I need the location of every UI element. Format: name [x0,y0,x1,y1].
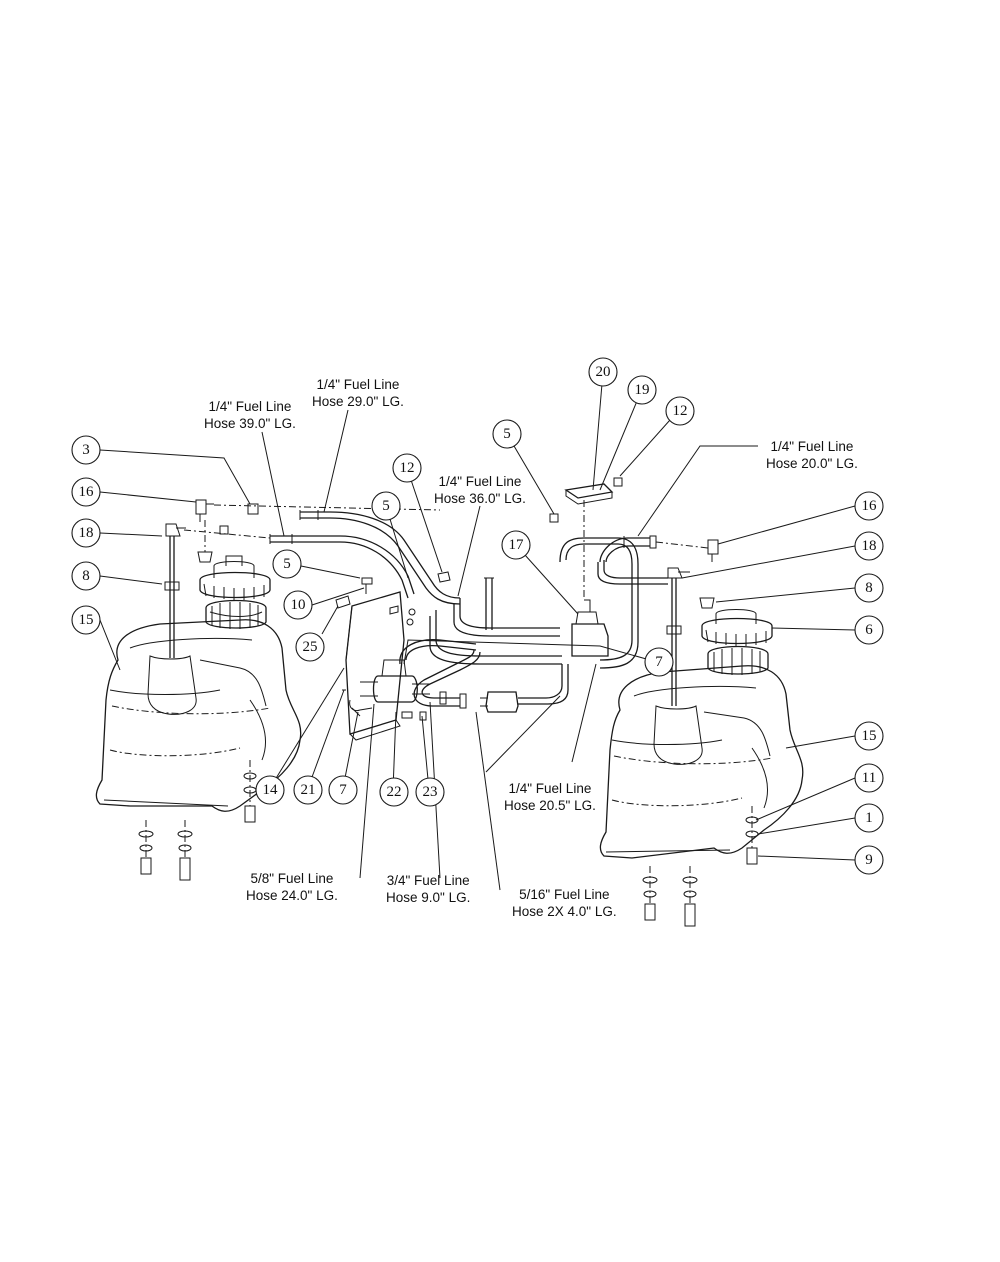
callout-21: 21 [293,775,323,805]
callout-10: 10 [283,590,313,620]
svg-text:12: 12 [673,403,688,419]
svg-text:21: 21 [301,782,316,798]
callout-20: 20 [588,357,618,387]
svg-text:7: 7 [655,654,663,670]
callout-1: 1 [854,803,884,833]
hose-note-29: 1/4" Fuel Line Hose 29.0" LG. [312,376,404,410]
hose-note-20: 1/4" Fuel Line Hose 20.0" LG. [766,438,858,472]
hose-note-29-line2: Hose 29.0" LG. [312,394,404,409]
svg-text:17: 17 [509,537,525,553]
svg-text:12: 12 [400,460,415,476]
svg-text:3: 3 [82,442,90,458]
callout-18-left: 18 [71,518,101,548]
callout-14: 14 [255,775,285,805]
svg-text:16: 16 [79,484,95,500]
callout-5-b: 5 [371,491,401,521]
svg-text:7: 7 [339,782,347,798]
hose-note-9-line1: 3/4" Fuel Line [386,873,470,888]
left-fuel-tank [95,523,302,881]
svg-text:6: 6 [865,622,873,638]
callout-16-right: 16 [854,491,884,521]
hose-note-29-line1: 1/4" Fuel Line [316,377,400,392]
svg-text:20: 20 [596,364,611,380]
leader-lines [99,371,856,891]
svg-text:8: 8 [82,568,90,584]
hose-note-24-line2: Hose 24.0" LG. [246,888,338,903]
svg-text:25: 25 [303,639,318,655]
callout-22: 22 [379,777,409,807]
hose-note-9-line2: Hose 9.0" LG. [386,890,471,905]
svg-text:5: 5 [382,498,390,514]
hose-note-24-line1: 5/8" Fuel Line [250,871,334,886]
hose-note-39-line1: 1/4" Fuel Line [208,399,292,414]
svg-text:10: 10 [291,597,306,613]
hose-note-20-5: 1/4" Fuel Line Hose 20.5" LG. [504,780,596,814]
hose-note-36-line1: 1/4" Fuel Line [438,474,522,489]
callout-bubbles: 3 16 18 8 15 5 10 25 12 5 17 20 19 12 5 … [71,357,884,875]
callout-25: 25 [295,632,325,662]
svg-text:9: 9 [865,852,873,868]
hose-note-20-line2: Hose 20.0" LG. [766,456,858,471]
hose-note-20-5-line2: Hose 20.5" LG. [504,798,596,813]
hose-note-9: 3/4" Fuel Line Hose 9.0" LG. [386,872,470,906]
hose-note-2x4-line2: Hose 2X 4.0" LG. [512,904,617,919]
callout-18-right: 18 [854,531,884,561]
svg-text:1: 1 [865,810,873,826]
callout-15-left: 15 [71,605,101,635]
hose-note-39-line2: Hose 39.0" LG. [204,416,296,431]
svg-text:15: 15 [862,728,877,744]
svg-text:23: 23 [423,784,438,800]
callout-5-c: 5 [492,419,522,449]
callout-5-a: 5 [272,549,302,579]
svg-text:8: 8 [865,580,873,596]
hose-note-2x4-line1: 5/16" Fuel Line [519,887,610,902]
hose-note-36: 1/4" Fuel Line Hose 36.0" LG. [434,473,526,507]
svg-text:5: 5 [503,426,511,442]
callout-19: 19 [627,375,657,405]
svg-text:18: 18 [79,525,94,541]
svg-text:18: 18 [862,538,877,554]
callout-12-a: 12 [392,453,422,483]
svg-text:11: 11 [862,770,876,786]
svg-text:15: 15 [79,612,94,628]
callout-15-right: 15 [854,721,884,751]
right-fuel-tank [599,567,804,927]
callout-23: 23 [415,777,445,807]
hose-note-39: 1/4" Fuel Line Hose 39.0" LG. [204,398,296,432]
callout-11: 11 [854,763,884,793]
svg-text:19: 19 [635,382,650,398]
callout-7-a: 7 [328,775,358,805]
callout-16-left: 16 [71,477,101,507]
svg-text:22: 22 [387,784,402,800]
callout-17: 17 [501,530,531,560]
fuel-lines [183,477,719,741]
callout-8-left: 8 [71,561,101,591]
svg-text:16: 16 [862,498,878,514]
hose-note-36-line2: Hose 36.0" LG. [434,491,526,506]
hose-note-2x4: 5/16" Fuel Line Hose 2X 4.0" LG. [512,886,617,920]
callout-8-right: 8 [854,573,884,603]
callout-12-b: 12 [665,396,695,426]
hose-note-20-5-line1: 1/4" Fuel Line [508,781,592,796]
callout-7-b: 7 [644,647,674,677]
hose-note-24: 5/8" Fuel Line Hose 24.0" LG. [246,870,338,904]
svg-text:5: 5 [283,556,291,572]
callout-3: 3 [71,435,101,465]
hose-note-20-line1: 1/4" Fuel Line [770,439,854,454]
callout-6: 6 [854,615,884,645]
callout-9: 9 [854,845,884,875]
svg-text:14: 14 [263,782,279,798]
